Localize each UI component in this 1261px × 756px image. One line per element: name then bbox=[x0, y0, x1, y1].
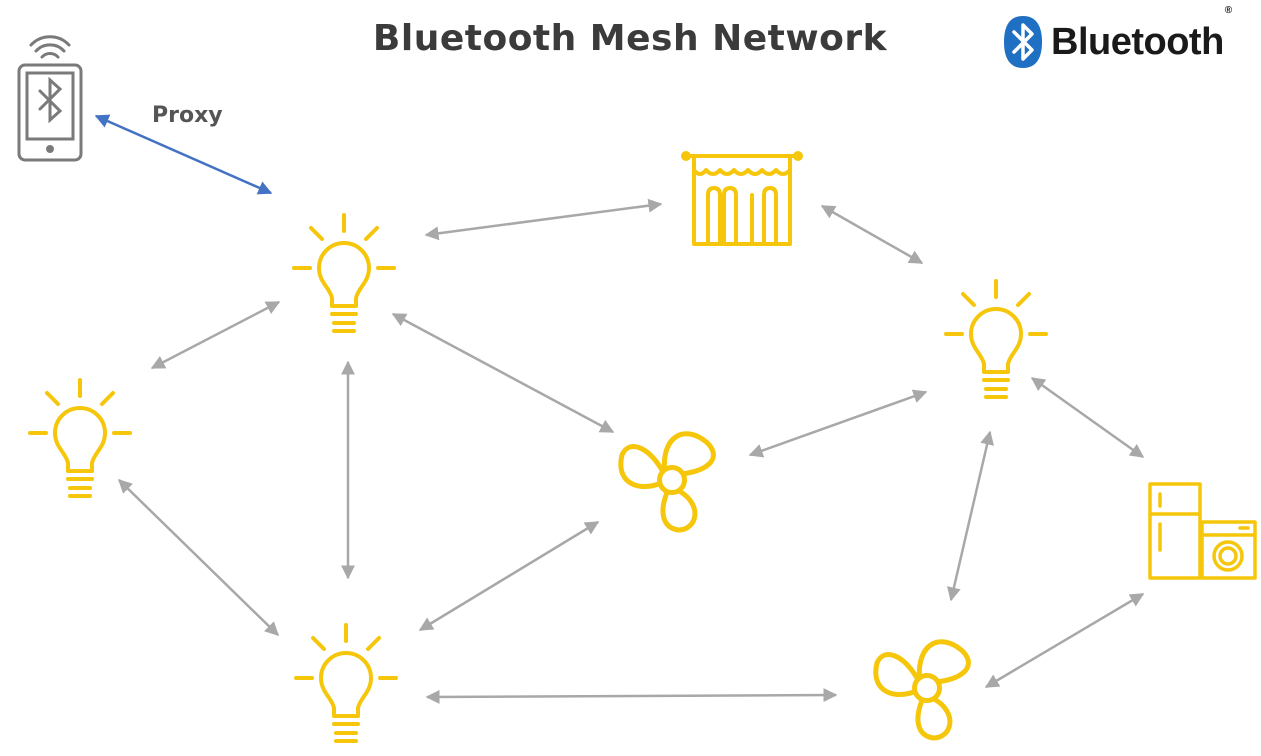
link-bulb1-curtain bbox=[424, 198, 663, 241]
page-title: Bluetooth Mesh Network bbox=[372, 18, 888, 59]
light-bulb-icon bbox=[292, 213, 396, 333]
bluetooth-logo: Bluetooth® bbox=[1003, 5, 1232, 70]
link-bulb2-bulb3 bbox=[117, 479, 280, 636]
link-bulb1-bulb2 bbox=[150, 300, 281, 370]
link-fan2-appliances bbox=[984, 592, 1145, 689]
link-fan1-bulb4 bbox=[748, 389, 928, 458]
smartphone-icon bbox=[17, 35, 83, 162]
link-bulb4-fan2 bbox=[947, 430, 994, 602]
appliance-icon bbox=[1148, 482, 1257, 580]
bluetooth-rune-icon bbox=[1004, 16, 1042, 68]
proxy-label: Proxy bbox=[152, 103, 223, 128]
fan-icon bbox=[621, 434, 714, 530]
fan-icon bbox=[876, 642, 969, 738]
proxy-link bbox=[94, 114, 273, 195]
link-bulb3-fan2 bbox=[425, 688, 838, 704]
light-bulb-icon bbox=[294, 623, 398, 743]
curtain-icon bbox=[681, 151, 803, 246]
mesh-links bbox=[117, 198, 1145, 704]
light-bulb-icon bbox=[28, 378, 132, 498]
logo-text: Bluetooth bbox=[1051, 20, 1224, 63]
link-curtain-bulb4 bbox=[820, 204, 924, 265]
link-fan1-bulb3 bbox=[418, 520, 600, 632]
light-bulb-icon bbox=[944, 279, 1048, 399]
registered-mark: ® bbox=[1224, 4, 1232, 16]
link-bulb1-fan1 bbox=[391, 312, 615, 434]
logo-wordmark: Bluetooth® bbox=[1051, 5, 1232, 64]
link-bulb4-appliances bbox=[1030, 376, 1145, 459]
